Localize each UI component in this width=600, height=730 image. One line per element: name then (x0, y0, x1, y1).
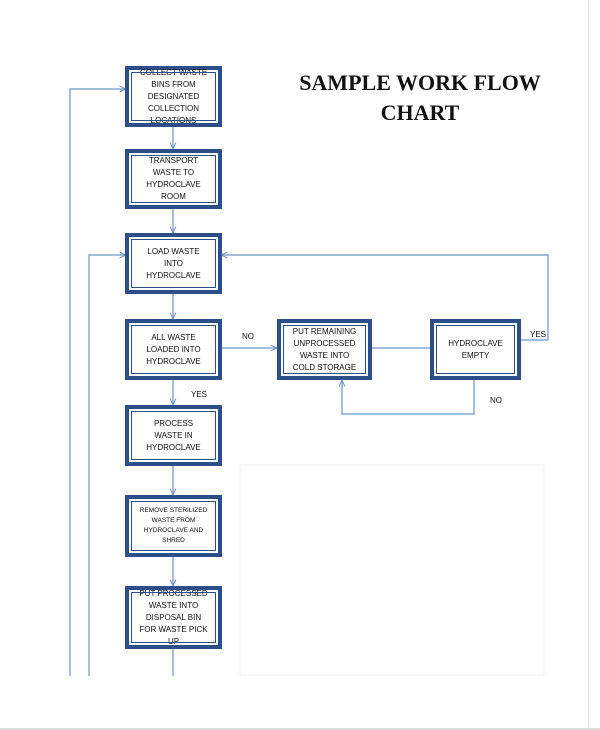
step-transport-waste: TRANSPORT WASTE TO HYDROCLAVE ROOM (125, 149, 222, 209)
chart-title-line-2: CHART (380, 100, 460, 125)
loop-back-to-collect (69, 89, 126, 676)
page-edge (0, 728, 600, 730)
step-put-processed-waste: PUT PROCESSED WASTE INTO DISPOSAL BIN FO… (125, 586, 222, 649)
loop-back-to-load (88, 255, 126, 676)
step-collect-waste-bins: COLLECT WASTE BINS FROM DESIGNATED COLLE… (125, 66, 222, 127)
label-no-cold-storage: NO (242, 332, 254, 341)
label-yes-process: YES (191, 390, 208, 399)
arrow-empty-yes-back-to-load (221, 255, 549, 341)
decision-hydroclave-empty: HYDROCLAVE EMPTY (430, 319, 521, 380)
step-remove-sterilized-waste: REMOVE STERILIZED WASTE FROM HYDROCLAVE … (125, 495, 222, 557)
page-edge (588, 0, 589, 730)
decision-all-waste-loaded: ALL WASTE LOADED INTO HYDROCLAVE (125, 319, 222, 380)
step-put-remaining-cold-storage: PUT REMAINING UNPROCESSED WASTE INTO COL… (277, 319, 372, 380)
faint-background-artifact (239, 464, 545, 676)
chart-title-line-1: SAMPLE WORK FLOW (299, 70, 541, 95)
label-yes-hydroclave-empty: YES (530, 330, 547, 339)
step-process-waste: PROCESS WASTE IN HYDROCLAVE (125, 405, 222, 466)
arrow-empty-no-back-to-storage (342, 379, 475, 415)
step-load-waste: LOAD WASTE INTO HYDROCLAVE (125, 233, 222, 294)
label-no-hydroclave-empty: NO (490, 396, 502, 405)
